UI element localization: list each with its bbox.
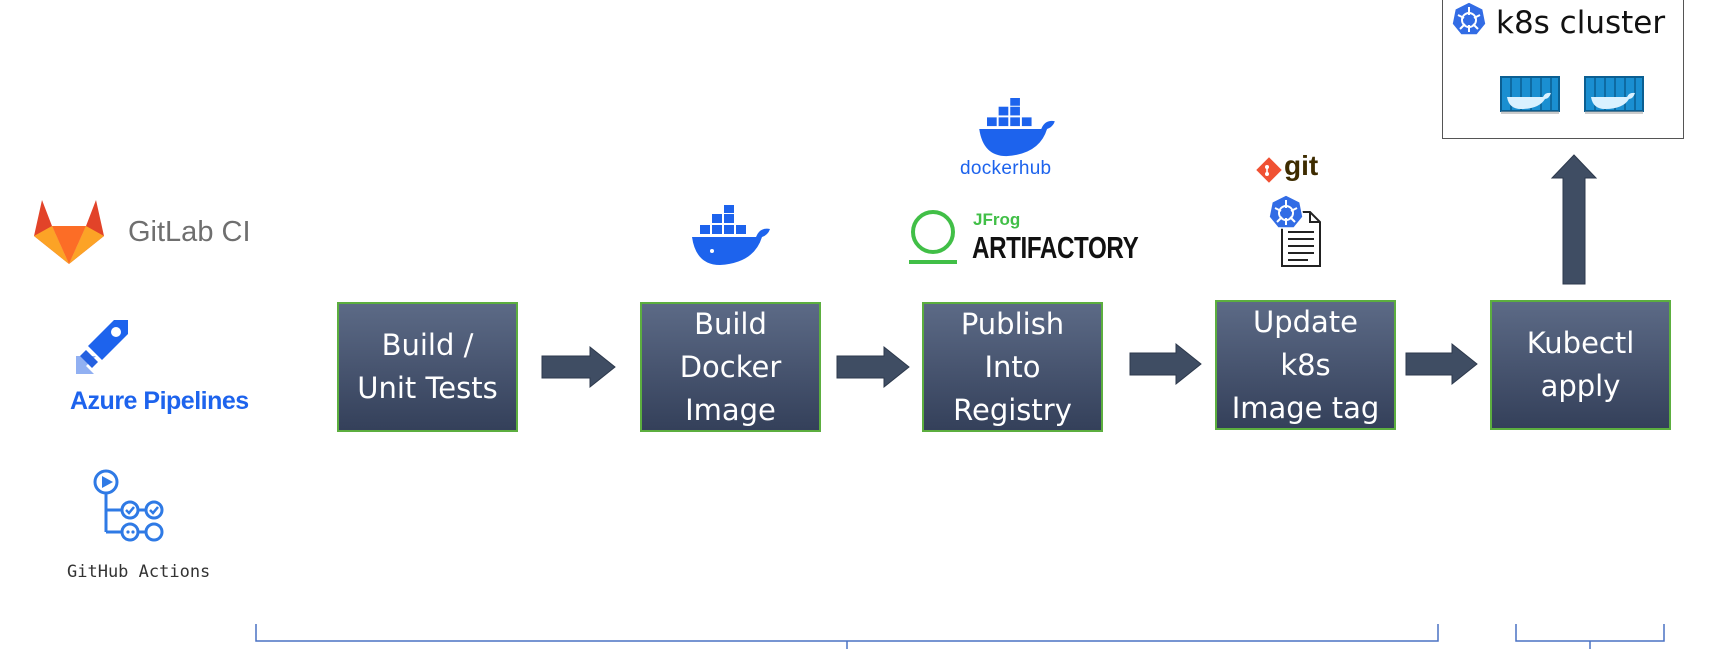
ci-bracket	[255, 624, 1439, 642]
arrow-right	[836, 345, 910, 389]
kubernetes-icon	[1268, 194, 1304, 229]
arrow-right	[541, 345, 616, 389]
step-label: Build Docker Image	[679, 306, 782, 427]
gitlab-icon	[34, 200, 104, 264]
github-actions-label: GitHub Actions	[67, 562, 211, 582]
dockerhub-label: dockerhub	[960, 158, 1052, 179]
container-icon	[1584, 76, 1644, 114]
jfrog-icon	[909, 210, 957, 264]
k8s-cluster-box: k8s cluster	[1442, 0, 1684, 139]
step-label: Publish Into Registry	[953, 306, 1072, 427]
step-label: Update k8s Image tag	[1231, 304, 1380, 425]
bottom-brackets	[255, 624, 1665, 649]
git-icon	[1256, 157, 1282, 183]
docker-whale-icon	[692, 205, 770, 265]
cd-bracket	[1515, 624, 1665, 642]
arrow-up	[1550, 154, 1598, 285]
step-label: Build / Unit Tests	[357, 328, 498, 405]
azure-pipelines-icon	[76, 320, 128, 374]
git-label: git	[1284, 150, 1319, 181]
azure-pipelines-label: Azure Pipelines	[70, 387, 249, 415]
jfrog-label: JFrog	[973, 210, 1021, 229]
step-kubectl-apply: Kubectl apply	[1490, 300, 1671, 430]
github-actions-icon	[93, 469, 164, 542]
container-icon	[1500, 76, 1560, 114]
arrow-right	[1405, 342, 1478, 386]
step-update-image-tag: Update k8s Image tag	[1215, 300, 1396, 430]
dockerhub-whale-icon	[979, 98, 1055, 157]
step-build-unit-tests: Build / Unit Tests	[337, 302, 518, 432]
arrow-right	[1129, 342, 1202, 386]
step-publish-registry: Publish Into Registry	[922, 302, 1103, 432]
artifactory-label: ARTIFACTORY	[972, 230, 1139, 265]
cluster-label: k8s cluster	[1496, 5, 1666, 41]
step-label: Kubectl apply	[1526, 326, 1635, 403]
kubernetes-icon	[1451, 1, 1487, 36]
step-build-docker-image: Build Docker Image	[640, 302, 821, 432]
gitlab-ci-label: GitLab CI	[128, 216, 251, 248]
